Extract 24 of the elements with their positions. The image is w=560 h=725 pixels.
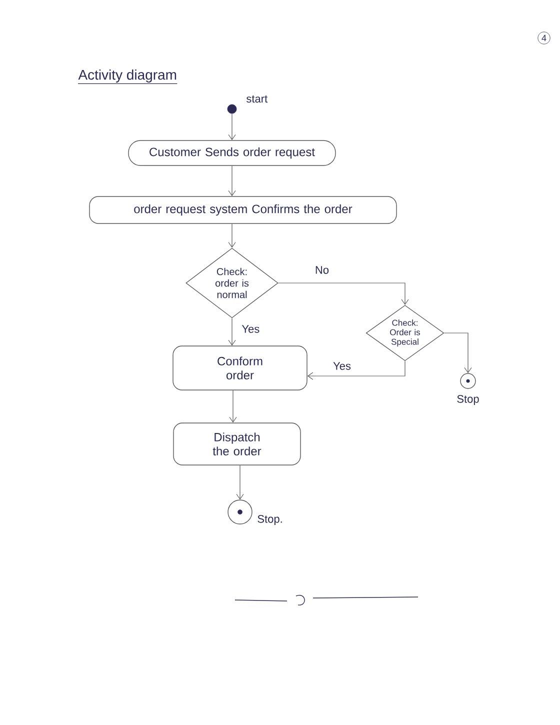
arrow [228, 318, 236, 346]
action-box: Customer Sends order request [128, 140, 336, 166]
title: Activity diagram [78, 69, 178, 84]
end-circle [460, 373, 476, 389]
state-label: Stop. [258, 515, 282, 525]
arrow [236, 465, 244, 500]
arrow [229, 390, 237, 423]
arrow [307, 360, 406, 380]
edge-label: No [313, 264, 331, 276]
arrow [444, 332, 472, 374]
action-box: order request system Confirms the order [89, 196, 397, 224]
edge-label: Yes [332, 360, 352, 372]
state-label: Stop [457, 395, 479, 405]
state-label: start [246, 95, 268, 103]
arrow [228, 166, 236, 196]
page-number: 4 [538, 32, 550, 44]
action-box: Conform order [172, 346, 308, 390]
start-dot [227, 104, 237, 114]
edge-label: Yes [240, 324, 262, 334]
arrow [278, 282, 409, 305]
action-box: Dispatch the order [173, 422, 301, 466]
arrow [228, 224, 236, 248]
arrow [228, 113, 236, 140]
end-circle [228, 500, 252, 524]
